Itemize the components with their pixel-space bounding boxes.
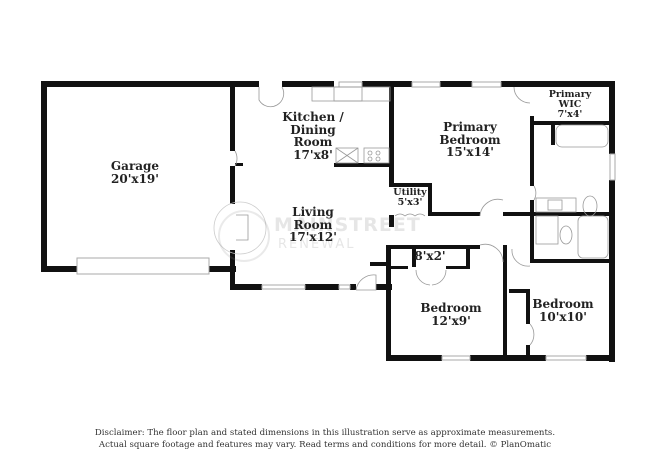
watermark: MAINSTREET RENEWAL — [218, 210, 421, 262]
room-label-bedroom-2: Bedroom 12'x9' — [420, 301, 482, 328]
room-label-bedroom-3: Bedroom 10'x10' — [532, 297, 594, 324]
watermark-line2: RENEWAL — [278, 237, 356, 252]
disclaimer-line2: Actual square footage and features may v… — [98, 439, 552, 450]
fixtures — [311, 86, 609, 259]
windows — [76, 81, 616, 361]
watermark-logo-icon — [218, 210, 270, 262]
room-label-closet: 8'x2' — [414, 249, 446, 263]
walls — [41, 81, 615, 362]
room-label-utility: Utility 5'x3' — [393, 187, 427, 208]
room-label-kitchen: Kitchen / Dining Room 17'x8' — [282, 110, 344, 162]
room-label-garage: Garage 20'x19' — [110, 159, 160, 186]
disclaimer-line1: Disclaimer: The floor plan and stated di… — [94, 428, 556, 438]
disclaimer: Disclaimer: The floor plan and stated di… — [0, 428, 650, 451]
room-label-living: Living Room 17'x12' — [289, 205, 337, 245]
watermark-line1: MAINSTREET — [274, 214, 421, 236]
room-label-primary-wic: Primary WIC 7'x4' — [548, 89, 592, 120]
room-label-primary-bedroom: Primary Bedroom 15'x14' — [439, 120, 501, 160]
